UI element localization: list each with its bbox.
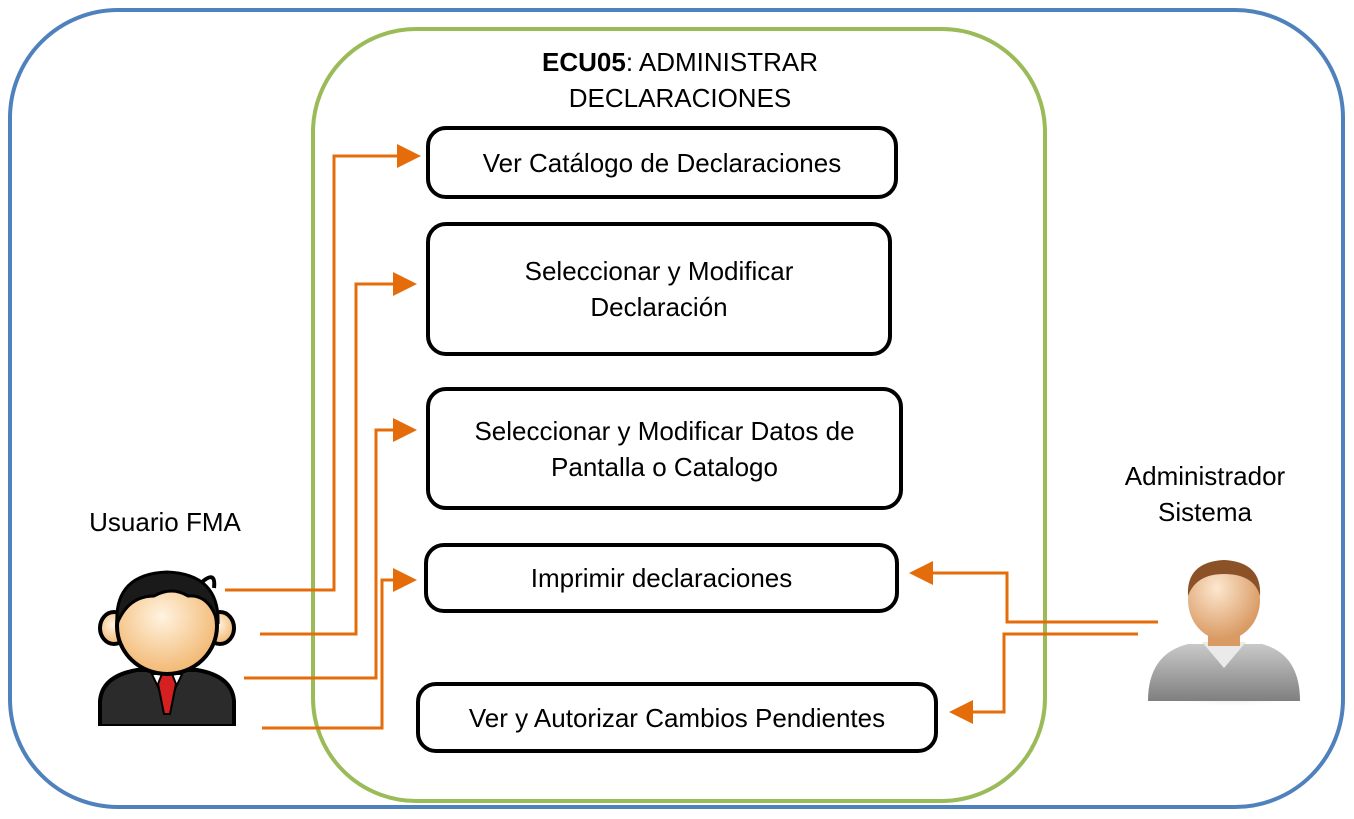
system-title-line2: DECLARACIONES: [568, 83, 792, 113]
system-title-code: ECU05: [542, 47, 626, 77]
use-case-authorize-changes: Ver y Autorizar Cambios Pendientes: [416, 682, 938, 753]
administrator-actor-icon: [1148, 560, 1310, 706]
system-boundary: [311, 27, 1047, 803]
use-case-view-catalog: Ver Catálogo de Declaraciones: [426, 126, 898, 199]
use-case-modify-screen-data: Seleccionar y Modificar Datos de Pantall…: [426, 387, 903, 510]
outer-frame: [8, 8, 1345, 809]
actor-admin-label: Administrador Sistema: [1124, 461, 1286, 527]
connector-fma-uc4: [262, 568, 417, 730]
use-case-print-declarations: Imprimir declaraciones: [424, 543, 899, 613]
connector-admin-uc5: [949, 632, 1138, 724]
system-title: ECU05: ADMINISTRAR DECLARACIONES: [470, 44, 890, 116]
system-title-line1: : ADMINISTRAR: [625, 47, 818, 77]
businessman-actor-icon: [98, 570, 236, 726]
connector-fma-uc1: [225, 144, 421, 592]
connector-fma-uc3: [244, 418, 417, 680]
actor-fma-label: Usuario FMA: [89, 507, 241, 537]
connector-admin-uc4: [909, 561, 1158, 624]
connector-fma-uc2: [260, 272, 417, 636]
use-case-modify-declaration: Seleccionar y Modificar Declaración: [426, 222, 892, 356]
